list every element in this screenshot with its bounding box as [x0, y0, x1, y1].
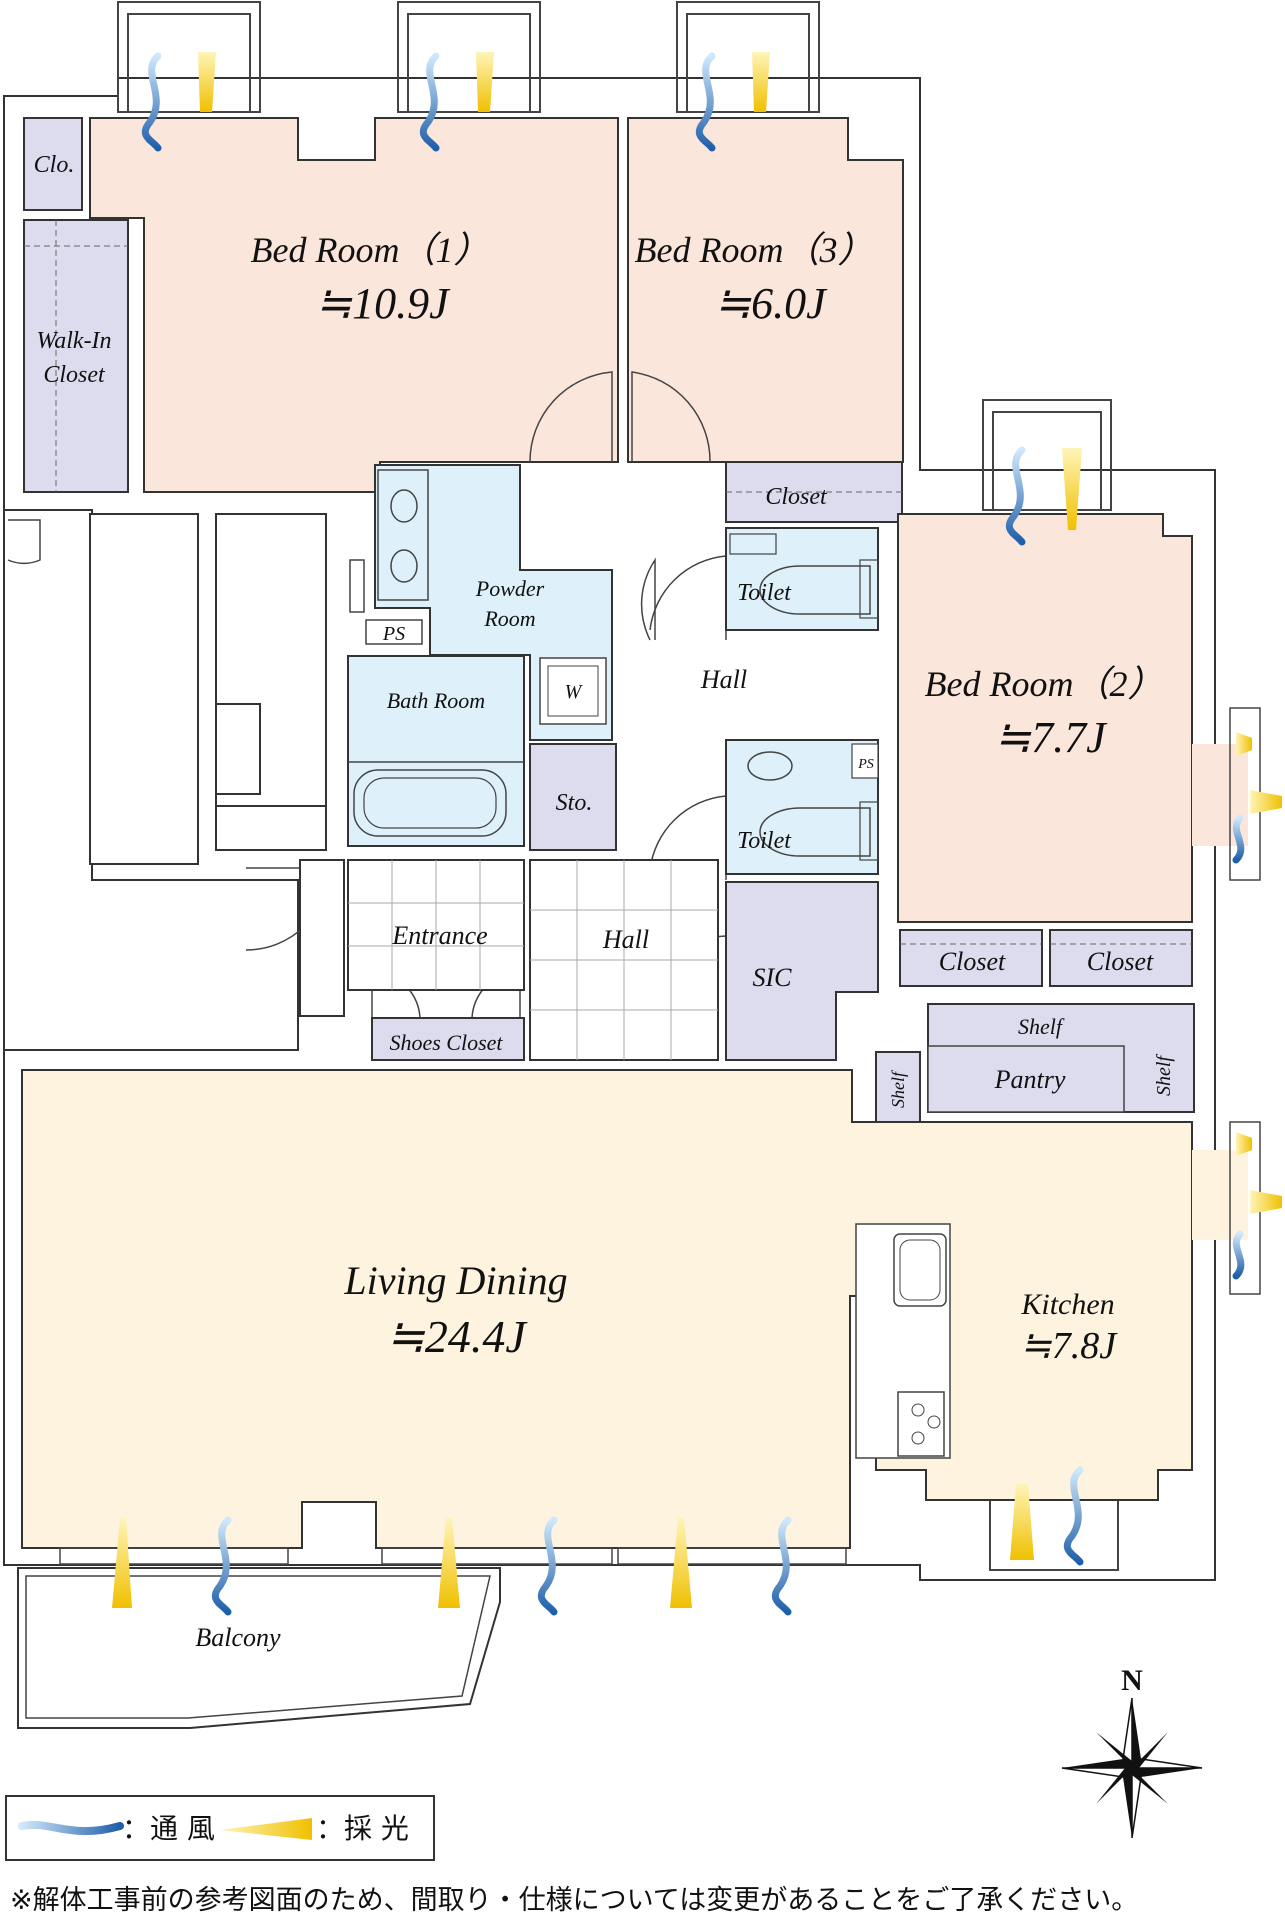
- closet-b2a-label: Closet: [939, 947, 1006, 976]
- ps-label-2: PS: [857, 757, 874, 772]
- sic-label: SIC: [753, 963, 793, 992]
- footnote: ※解体工事前の参考図面のため、間取り・仕様については変更があることをご了承くださ…: [10, 1885, 1139, 1916]
- sink-icon: [390, 549, 418, 583]
- shoes-closet-label: Shoes Closet: [389, 1030, 503, 1055]
- ps-box-1: [365, 619, 423, 645]
- bedroom-2-size: ≒7.7J: [994, 713, 1108, 762]
- toilet-icon: [759, 565, 871, 615]
- closet-top: [725, 461, 903, 523]
- legend: ：通 風 ：採 光: [5, 1795, 435, 1861]
- left-shafts: [89, 513, 345, 1017]
- living-dining-name: Living Dining: [343, 1258, 567, 1303]
- daylight-beams: [112, 52, 1082, 1608]
- bedroom-1-floor: [89, 117, 619, 493]
- clo-label: Clo.: [34, 152, 75, 178]
- bedroom-1-name: Bed Room（1）: [251, 230, 490, 270]
- bedroom-1-size: ≒10.9J: [315, 279, 451, 328]
- bedroom-3-name: Bed Room（3）: [635, 230, 874, 270]
- ventilation-legend-label: ：通 風: [122, 1812, 215, 1845]
- bedroom-2-name: Bed Room（2）: [925, 664, 1164, 704]
- toilet-2-label: Toilet: [737, 828, 792, 854]
- bath-room: [347, 655, 525, 847]
- pantry-label: Pantry: [994, 1065, 1066, 1094]
- closet-b2b: [1049, 929, 1193, 987]
- shelf-left-label: Shelf: [888, 1069, 908, 1108]
- kitchen-name: Kitchen: [1020, 1288, 1114, 1321]
- entrance-label: Entrance: [391, 921, 487, 950]
- storage-label: Sto.: [556, 790, 593, 816]
- compass-rose-icon: [1061, 1697, 1203, 1839]
- hall-lower-label: Hall: [602, 925, 649, 954]
- bath-room-label: Bath Room: [387, 688, 485, 713]
- washer-label: W: [565, 681, 584, 703]
- toilet-1: [725, 527, 879, 631]
- powder-room-label-1: Powder: [475, 576, 545, 601]
- hall-upper-label: Hall: [700, 665, 747, 694]
- bedroom-3-size: ≒6.0J: [714, 279, 828, 328]
- washer-box: [539, 657, 607, 725]
- ps-label-1: PS: [382, 623, 405, 645]
- powder-room-label-2: Room: [483, 606, 535, 631]
- shelf-right-label: Shelf: [1153, 1054, 1175, 1096]
- kitchen-size: ≒7.8J: [1020, 1325, 1118, 1367]
- balcony-label: Balcony: [195, 1623, 281, 1652]
- toilet-icon: [759, 807, 871, 857]
- closet-b2b-label: Closet: [1087, 947, 1154, 976]
- living-dining-floor: [21, 1069, 1193, 1549]
- shelf-left: [875, 1051, 921, 1123]
- daylight-legend-label: ：採 光: [316, 1812, 409, 1845]
- ventilation-arrows: [141, 52, 1245, 1616]
- kitchen-sink-icon: [893, 1233, 947, 1307]
- north-label: N: [1121, 1664, 1143, 1697]
- toilet-1-label: Toilet: [737, 580, 792, 606]
- clo-closet: [23, 117, 83, 211]
- living-dining-size: ≒24.4J: [386, 1311, 528, 1362]
- kitchen-counter: [855, 1223, 951, 1459]
- stove-icon: [897, 1391, 945, 1457]
- ventilation-legend-icon: [18, 1820, 124, 1836]
- daylight-legend-icon: [220, 1818, 312, 1840]
- closet-top-label: Closet: [765, 484, 828, 510]
- walk-in-closet-label-2: Closet: [43, 362, 106, 388]
- sic-closet: [725, 881, 879, 1061]
- walk-in-closet-label-1: Walk-In: [36, 328, 111, 354]
- bathtub-icon: [353, 769, 507, 837]
- sink-icon: [390, 489, 418, 523]
- balcony-floor: [17, 1567, 501, 1729]
- walk-in-closet: [23, 219, 129, 493]
- shoes-closet: [371, 1017, 525, 1061]
- storage: [529, 743, 617, 851]
- bedroom-2-floor: [897, 513, 1193, 923]
- closet-b2a: [899, 929, 1043, 987]
- ps-box-2: [851, 743, 879, 779]
- bedroom-3-floor: [627, 117, 904, 463]
- shelf-top-label: Shelf: [1018, 1014, 1065, 1039]
- vanity-counter: [377, 469, 429, 601]
